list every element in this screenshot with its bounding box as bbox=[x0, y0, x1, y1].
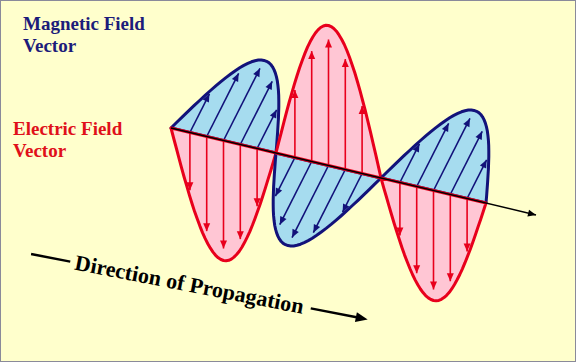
electric-lobe-vector bbox=[256, 149, 258, 207]
magnetic-lobe-vector bbox=[400, 144, 420, 183]
electric-lobe-vector-head bbox=[220, 241, 227, 249]
magnetic-lobe-vector bbox=[467, 160, 487, 199]
magnetic-lobe-vector-head bbox=[203, 94, 210, 103]
electric-lobe-vector bbox=[344, 59, 346, 169]
magnetic-lobe-vector-head bbox=[270, 110, 277, 119]
magnetic-lobe-vector bbox=[190, 94, 210, 133]
electric-lobe-vector-head bbox=[413, 265, 420, 273]
magnetic-lobe-vector bbox=[207, 73, 239, 136]
electric-lobe-vector bbox=[223, 141, 225, 249]
electric-lobe-vector-head bbox=[254, 198, 261, 206]
magnetic-lobe-vector bbox=[450, 131, 482, 194]
electric-lobe-vector-head bbox=[186, 182, 193, 190]
magnetic-lobe-vector-head bbox=[280, 216, 287, 225]
magnetic-lobe-vector bbox=[280, 162, 312, 225]
electric-lobe-vector bbox=[206, 137, 208, 232]
electric-lobe-vector bbox=[416, 187, 418, 274]
electric-lobe bbox=[276, 25, 381, 178]
magnetic-lobe-vector-head bbox=[313, 224, 320, 233]
magnetic-lobe-vector bbox=[292, 166, 328, 238]
electric-lobe-vector-head bbox=[237, 231, 244, 239]
magnetic-lobe-vector-head bbox=[413, 144, 420, 153]
electric-lobe bbox=[171, 128, 276, 261]
magnetic-lobe-vector bbox=[417, 123, 449, 186]
electric-lobe-vector bbox=[328, 40, 330, 166]
magnetic-lobe-vector bbox=[434, 118, 470, 190]
electric-lobe-vector bbox=[361, 106, 363, 174]
electric-lobe-vector bbox=[433, 191, 435, 290]
magnetic-lobe-vector-head bbox=[275, 187, 282, 196]
magnetic-label: Magnetic Field Vector bbox=[23, 13, 193, 57]
propagation-label: Direction of Propagation bbox=[70, 249, 309, 320]
electric-lobe bbox=[381, 178, 486, 301]
magnetic-lobe-vector-head bbox=[343, 203, 350, 212]
magnetic-lobe-vector bbox=[275, 158, 295, 197]
magnetic-lobe-vector-head bbox=[232, 73, 239, 82]
direction-arrow bbox=[305, 301, 370, 327]
magnetic-lobe-vector bbox=[240, 81, 272, 144]
magnetic-lobe-vector-head bbox=[480, 160, 487, 169]
electric-lobe-vector-head bbox=[447, 273, 454, 281]
propagation-label-group: Direction of Propagation bbox=[29, 241, 372, 332]
magnetic-lobe-vector bbox=[313, 170, 345, 233]
magnetic-lobe-vector-head bbox=[463, 118, 470, 127]
magnetic-lobe-vector-head bbox=[476, 131, 483, 140]
magnetic-lobe-vector bbox=[257, 110, 277, 149]
electric-lobe-vector bbox=[294, 90, 296, 158]
magnetic-lobe-vector bbox=[224, 68, 260, 140]
electric-lobe-vector bbox=[311, 51, 313, 161]
electric-lobe-vector-head bbox=[430, 282, 437, 290]
electric-lobe-vector-head bbox=[342, 59, 349, 67]
electric-lobe-vector-head bbox=[464, 244, 471, 252]
electric-lobe-vector-head bbox=[325, 40, 332, 48]
propagation-axis bbox=[171, 128, 536, 215]
magnetic-lobe-vector-head bbox=[253, 68, 260, 77]
electric-label: Electric Field Vector bbox=[13, 118, 163, 162]
magnetic-lobe-vector bbox=[343, 174, 363, 213]
electric-lobe-vector-head bbox=[291, 90, 298, 98]
magnetic-lobe-vector-head bbox=[292, 229, 299, 238]
electric-lobe-vector bbox=[240, 145, 242, 240]
magnetic-lobe-vector-head bbox=[442, 123, 449, 132]
electric-lobe-vector bbox=[189, 133, 191, 191]
dash-line bbox=[30, 248, 74, 268]
electric-lobe-vector-head bbox=[359, 106, 366, 114]
magnetic-lobe-vector-head bbox=[266, 81, 273, 90]
electric-lobe-vector-head bbox=[203, 223, 210, 231]
electric-lobe-vector bbox=[449, 195, 451, 282]
electric-lobe-vector-head bbox=[396, 228, 403, 236]
propagation-axis-head bbox=[527, 210, 536, 217]
electric-lobe-vector-head bbox=[308, 51, 315, 59]
